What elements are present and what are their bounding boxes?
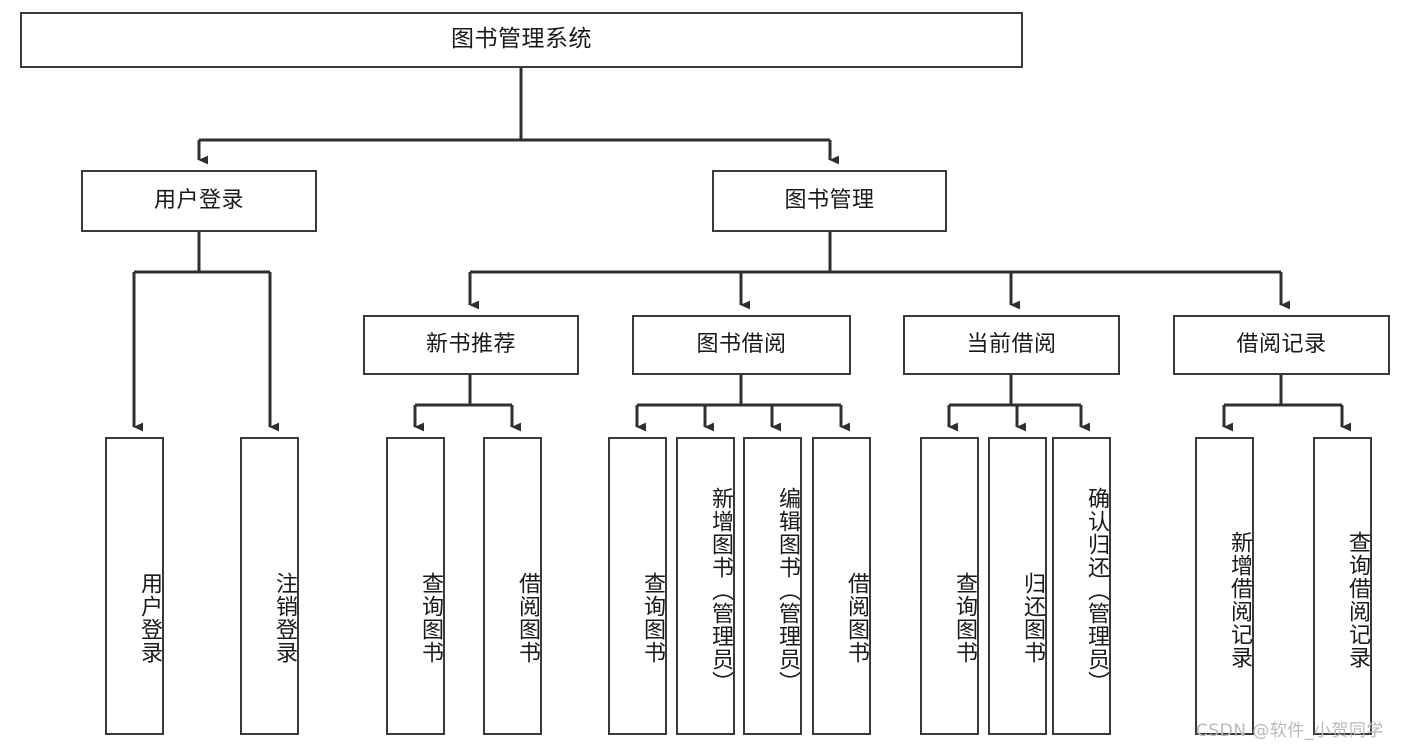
node-label: 查询借阅记录 (1345, 531, 1370, 669)
node-label: 编辑图书（管理员） (775, 486, 800, 694)
node-leaf-query-book-rec[interactable]: 查询图书 (386, 437, 445, 735)
node-label: 归还图书 (1020, 572, 1045, 664)
node-label: 确认归还（管理员） (1084, 486, 1109, 694)
node-label: 图书管理系统 (451, 26, 592, 53)
node-label: 当前借阅 (966, 332, 1057, 358)
node-leaf-add-borrow-record[interactable]: 新增借阅记录 (1195, 437, 1254, 735)
node-label: 图书管理 (784, 188, 875, 214)
node-leaf-borrow-book-borrow[interactable]: 借阅图书 (812, 437, 871, 735)
node-leaf-return-book[interactable]: 归还图书 (988, 437, 1047, 735)
node-label: 新增借阅记录 (1227, 531, 1252, 669)
node-leaf-borrow-book-rec[interactable]: 借阅图书 (483, 437, 542, 735)
node-root-system[interactable]: 图书管理系统 (20, 12, 1023, 68)
node-book-manage[interactable]: 图书管理 (712, 170, 947, 232)
node-leaf-query-book-cur[interactable]: 查询图书 (920, 437, 979, 735)
node-label: 注销登录 (272, 572, 297, 664)
node-label: 新增图书（管理员） (708, 486, 733, 694)
node-leaf-user-logout[interactable]: 注销登录 (240, 437, 299, 735)
node-book-borrow[interactable]: 图书借阅 (632, 315, 851, 375)
node-leaf-confirm-return-admin[interactable]: 确认归还（管理员） (1052, 437, 1111, 735)
node-user-login[interactable]: 用户登录 (81, 170, 317, 232)
node-new-book-recommend[interactable]: 新书推荐 (363, 315, 579, 375)
node-borrow-record[interactable]: 借阅记录 (1173, 315, 1390, 375)
node-label: 查询图书 (640, 572, 665, 664)
node-leaf-add-book-admin[interactable]: 新增图书（管理员） (676, 437, 735, 735)
node-label: 借阅图书 (515, 572, 540, 664)
node-leaf-query-borrow-record[interactable]: 查询借阅记录 (1313, 437, 1372, 735)
node-leaf-query-book-borrow[interactable]: 查询图书 (608, 437, 667, 735)
node-label: 查询图书 (952, 572, 977, 664)
node-label: 查询图书 (418, 572, 443, 664)
node-label: 新书推荐 (425, 332, 516, 358)
node-leaf-edit-book-admin[interactable]: 编辑图书（管理员） (743, 437, 802, 735)
node-label: 借阅记录 (1236, 332, 1327, 358)
node-leaf-user-login[interactable]: 用户登录 (105, 437, 164, 735)
node-label: 借阅图书 (844, 572, 869, 664)
node-label: 用户登录 (137, 572, 162, 664)
node-current-borrow[interactable]: 当前借阅 (903, 315, 1120, 375)
node-label: 用户登录 (153, 188, 244, 214)
node-label: 图书借阅 (696, 332, 787, 358)
